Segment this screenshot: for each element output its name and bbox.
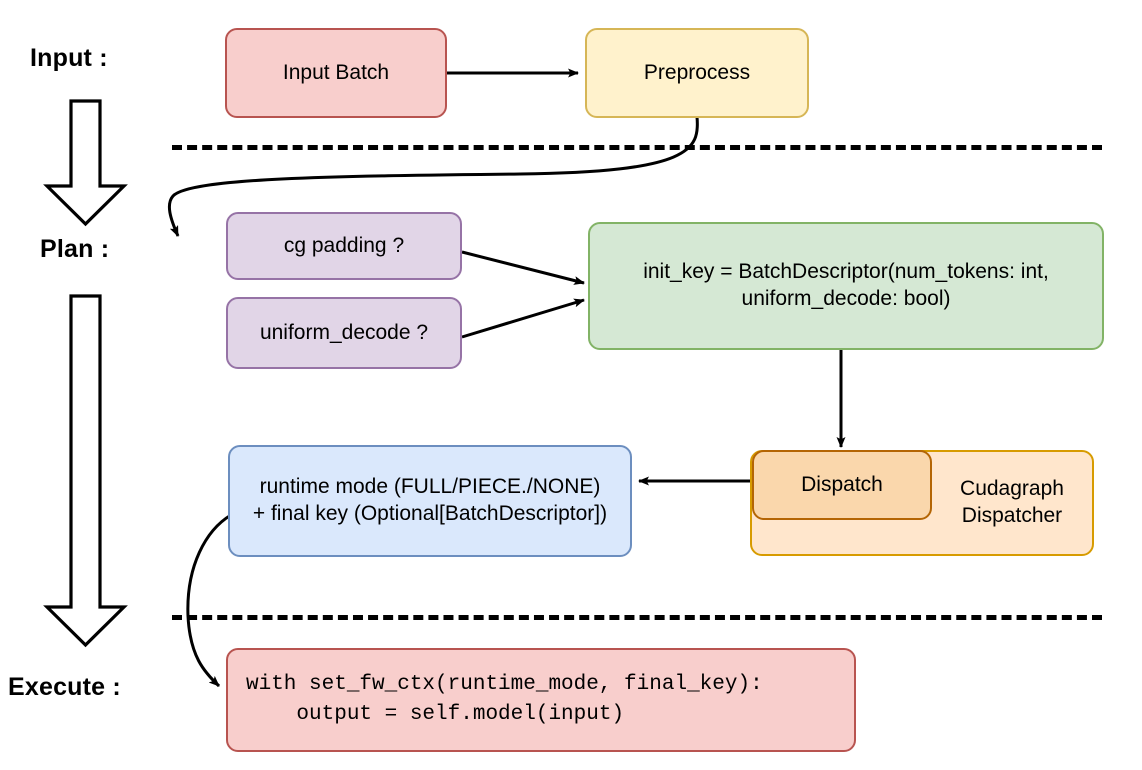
execute-code-text: with set_fw_ctx(runtime_mode, final_key)…	[246, 672, 763, 726]
input-to-plan-arrow	[43, 99, 128, 227]
stage-label-input: Input :	[30, 44, 108, 72]
node-init-key-line2: uniform_decode: bool)	[741, 287, 951, 310]
node-init-key[interactable]: init_key = BatchDescriptor(num_tokens: i…	[588, 222, 1104, 350]
stage-label-execute: Execute :	[8, 673, 121, 701]
connector-runtime-mode-to-execute-code	[186, 513, 232, 688]
node-preprocess[interactable]: Preprocess	[585, 28, 809, 118]
plan-to-execute-arrow	[43, 294, 128, 648]
node-runtime-mode[interactable]: runtime mode (FULL/PIECE./NONE) + final …	[228, 445, 632, 557]
plan-execute-divider	[172, 615, 1102, 620]
input-plan-divider	[172, 145, 1102, 150]
connector-cg-padding-to-init-key	[461, 250, 585, 285]
node-cudagraph-dispatcher-line2: Dispatcher	[961, 504, 1063, 527]
node-cg-padding[interactable]: cg padding ?	[226, 212, 462, 280]
node-execute-code[interactable]: with set_fw_ctx(runtime_mode, final_key)…	[226, 648, 856, 752]
node-dispatch[interactable]: Dispatch	[752, 450, 932, 520]
node-runtime-mode-line1: runtime mode (FULL/PIECE./NONE)	[259, 475, 601, 499]
connector-uniform-decode-to-init-key	[461, 298, 585, 339]
stage-label-plan: Plan :	[40, 235, 110, 263]
node-uniform-decode[interactable]: uniform_decode ?	[226, 297, 462, 369]
node-input-batch[interactable]: Input Batch	[225, 28, 447, 118]
node-init-key-line1: init_key = BatchDescriptor(num_tokens: i…	[643, 260, 1049, 284]
node-cudagraph-dispatcher-line1: Cudagraph	[960, 477, 1064, 501]
node-runtime-mode-line2: + final key (Optional[BatchDescriptor])	[252, 502, 608, 525]
